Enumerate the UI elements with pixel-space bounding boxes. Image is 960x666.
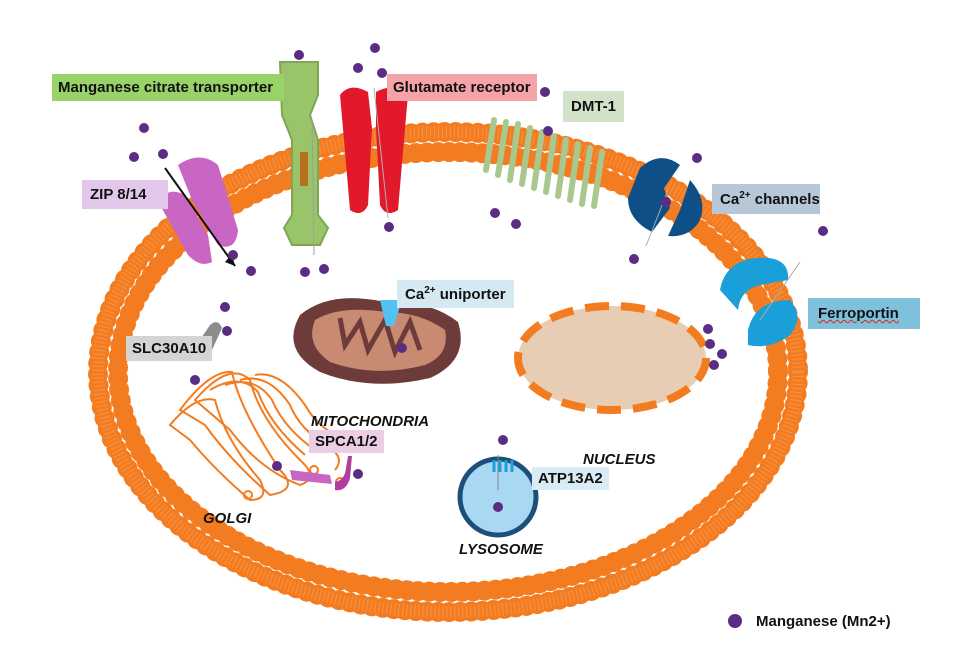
label-zip: ZIP 8/14 (82, 180, 168, 209)
label-ca-uniporter: Ca2+ uniporter (397, 280, 514, 308)
label-spca: SPCA1/2 (309, 430, 384, 453)
mitochondria (293, 298, 461, 384)
label-ferroportin: Ferroportin (808, 298, 920, 329)
legend-label: Manganese (Mn2+) (756, 613, 891, 630)
label-lysosome: LYSOSOME (459, 541, 543, 558)
manganese-citrate-transporter (278, 61, 330, 256)
dmt1-transporter (483, 117, 605, 209)
manganese-ions (129, 43, 828, 512)
nucleus (514, 302, 710, 414)
glutamate-receptor (340, 87, 408, 219)
cell-membrane (88, 122, 808, 622)
label-ca-channels: Ca2+ channels (712, 184, 820, 214)
calcium-channel (628, 158, 703, 247)
label-mitochondria: MITOCHONDRIA (311, 413, 430, 430)
lysosome (457, 455, 539, 538)
label-dmt1: DMT-1 (563, 91, 624, 122)
legend-manganese-marker (728, 614, 742, 628)
label-atp13a2: ATP13A2 (532, 467, 609, 490)
ferroportin (720, 257, 801, 347)
spca-pump (290, 456, 352, 491)
label-manganese-citrate-transporter: Manganese citrate transporter (52, 74, 284, 101)
label-nucleus: NUCLEUS (583, 451, 656, 468)
label-slc30a10: SLC30A10 (126, 336, 213, 361)
label-golgi: GOLGI (203, 510, 252, 527)
label-glutamate-receptor: Glutamate receptor (387, 74, 537, 101)
